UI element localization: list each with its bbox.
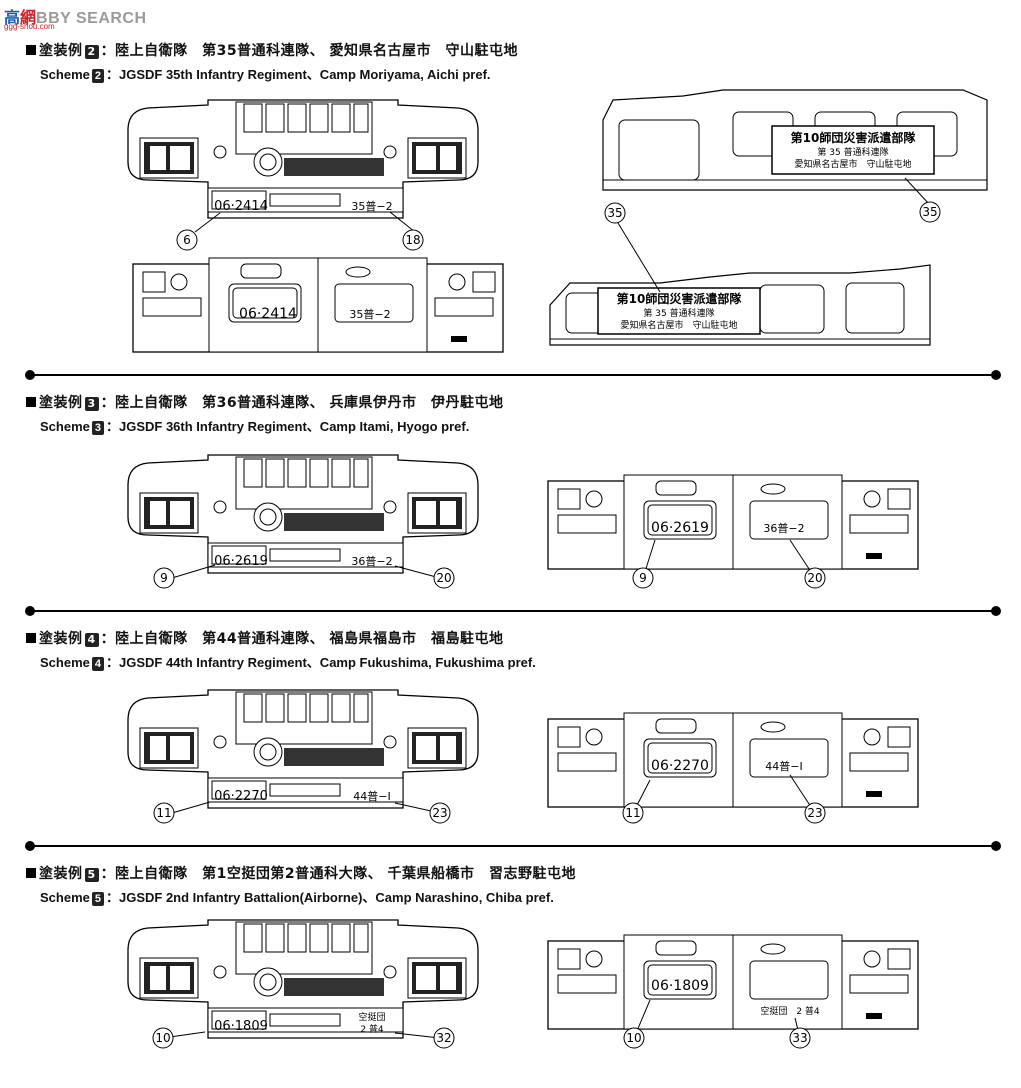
rear-plate: 06·2414 bbox=[239, 306, 297, 322]
front-plate: 06·2270 bbox=[214, 789, 268, 804]
rear-view-scheme-5 bbox=[547, 934, 919, 1030]
rear-plate: 06·2270 bbox=[651, 758, 709, 774]
callout-number: 35 bbox=[922, 205, 937, 219]
callout-number: 11 bbox=[625, 806, 640, 820]
callouts: 6 18 35 35 9 20 9 20 11 23 11 23 10 32 1… bbox=[152, 201, 941, 1049]
callout-number: 6 bbox=[183, 233, 191, 247]
callout-number: 10 bbox=[626, 1031, 641, 1045]
rear-view-scheme-3 bbox=[547, 474, 919, 570]
sign-line-2: 第 35 普通科連隊 bbox=[817, 146, 888, 158]
front-plate: 06·2619 bbox=[214, 554, 268, 569]
callout-number: 9 bbox=[160, 571, 168, 585]
front-plate: 06·1809 bbox=[214, 1019, 268, 1034]
sign-line-2: 第 35 普通科連隊 bbox=[643, 307, 714, 319]
callout-number: 18 bbox=[405, 233, 420, 247]
rear-view-scheme-4 bbox=[547, 712, 919, 808]
sign-board bbox=[771, 125, 935, 175]
callout-number: 20 bbox=[436, 571, 451, 585]
callout-number: 33 bbox=[792, 1031, 807, 1045]
section-divider bbox=[25, 370, 1001, 380]
section-divider bbox=[25, 841, 1001, 851]
rear-unit: 空挺団 2 普4 bbox=[760, 1005, 820, 1017]
section-divider bbox=[25, 606, 1001, 616]
front-view-scheme-2 bbox=[127, 99, 479, 219]
watermark-url: ggg-shou.com bbox=[4, 22, 55, 31]
front-unit: 2 普4 bbox=[360, 1023, 384, 1035]
front-view-scheme-5 bbox=[127, 919, 479, 1039]
front-unit-top: 空挺団 bbox=[358, 1011, 385, 1023]
callout-number: 10 bbox=[155, 1031, 170, 1045]
sign-board bbox=[597, 287, 761, 335]
front-view-scheme-3 bbox=[127, 454, 479, 574]
sign-line-3: 愛知県名古屋市 守山駐屯地 bbox=[794, 158, 911, 170]
rear-plate: 06·1809 bbox=[651, 978, 709, 994]
callout-number: 23 bbox=[432, 806, 447, 820]
sign-line-1: 第10師団災害派遣部隊 bbox=[617, 291, 743, 306]
callout-number: 35 bbox=[607, 206, 622, 220]
callout-number: 9 bbox=[639, 571, 647, 585]
rear-plate: 06·2619 bbox=[651, 520, 709, 536]
callout-number: 32 bbox=[436, 1031, 451, 1045]
rear-unit: 35普−2 bbox=[349, 307, 390, 321]
callout-number: 11 bbox=[156, 806, 171, 820]
front-unit: 36普−2 bbox=[351, 554, 392, 568]
front-unit: 44普−Ⅰ bbox=[353, 789, 390, 803]
watermark-logo: 高網BBY SEARCH bbox=[4, 10, 147, 27]
front-view-scheme-4 bbox=[127, 689, 479, 809]
rear-unit: 36普−2 bbox=[763, 521, 804, 535]
front-unit: 35普−2 bbox=[351, 199, 392, 213]
sign-line-3: 愛知県名古屋市 守山駐屯地 bbox=[620, 319, 737, 331]
callout-number: 23 bbox=[807, 806, 822, 820]
sign-line-1: 第10師団災害派遣部隊 bbox=[791, 130, 917, 145]
front-plate: 06·2414 bbox=[214, 199, 268, 214]
callout-number: 20 bbox=[807, 571, 822, 585]
rear-unit: 44普−Ⅰ bbox=[765, 759, 802, 773]
rear-view-scheme-2 bbox=[132, 257, 504, 353]
